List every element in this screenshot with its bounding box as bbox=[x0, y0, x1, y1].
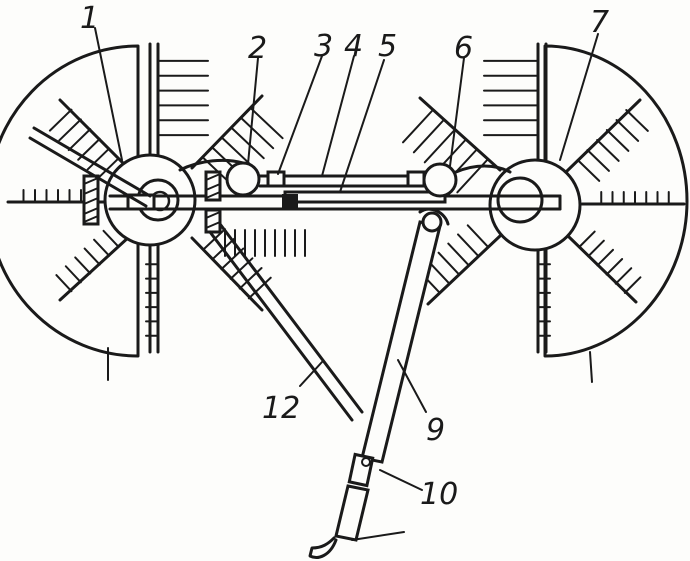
label-4: 4 bbox=[344, 29, 363, 64]
part-labels: 1 2 3 4 5 6 7 9 10 12 bbox=[80, 1, 609, 512]
tine bbox=[596, 248, 614, 267]
label-10: 10 bbox=[420, 477, 458, 512]
tine bbox=[96, 157, 120, 181]
tine bbox=[578, 230, 596, 249]
tine bbox=[249, 107, 284, 140]
support-blocks bbox=[82, 170, 222, 234]
bearing-2 bbox=[178, 158, 261, 197]
label-2: 2 bbox=[248, 31, 267, 66]
label-6: 6 bbox=[454, 31, 473, 66]
right-guard bbox=[543, 44, 689, 383]
tine bbox=[605, 258, 624, 276]
tine bbox=[576, 159, 601, 182]
tine bbox=[614, 267, 633, 285]
tine bbox=[247, 276, 272, 300]
tine bbox=[67, 128, 92, 152]
tine bbox=[423, 129, 456, 164]
brace-12 bbox=[208, 222, 364, 422]
tine bbox=[86, 147, 111, 171]
tine bbox=[457, 233, 480, 258]
tine bbox=[102, 229, 120, 248]
tine bbox=[48, 108, 73, 132]
tine bbox=[83, 247, 101, 266]
drawbar-9 bbox=[360, 207, 450, 464]
label-1: 1 bbox=[80, 1, 99, 36]
tine bbox=[596, 139, 620, 162]
tine bbox=[238, 267, 263, 290]
tine bbox=[240, 117, 275, 150]
tine bbox=[427, 260, 451, 285]
label-12: 12 bbox=[262, 391, 300, 426]
tine bbox=[93, 238, 111, 257]
tine bbox=[625, 109, 649, 132]
tine bbox=[623, 276, 642, 294]
tine bbox=[230, 127, 265, 160]
tine bbox=[402, 109, 434, 144]
tine bbox=[55, 274, 73, 293]
tine bbox=[466, 224, 490, 249]
tine bbox=[58, 118, 82, 142]
tine bbox=[447, 242, 470, 267]
tine bbox=[587, 239, 605, 258]
frame-beam bbox=[108, 170, 562, 211]
label-3: 3 bbox=[314, 29, 333, 64]
tine bbox=[615, 119, 640, 142]
left-guard bbox=[0, 44, 140, 381]
leader-lines bbox=[94, 27, 599, 491]
label-9: 9 bbox=[426, 413, 445, 448]
label-7: 7 bbox=[590, 5, 609, 40]
label-5: 5 bbox=[378, 29, 397, 64]
bearing-6 bbox=[422, 162, 512, 198]
tine bbox=[64, 265, 82, 284]
tine bbox=[437, 251, 461, 276]
drive-rod-1 bbox=[28, 126, 152, 208]
tine bbox=[74, 256, 92, 275]
tine bbox=[586, 149, 610, 172]
hitch-10 bbox=[308, 452, 405, 559]
tine bbox=[605, 129, 630, 152]
tine bbox=[412, 119, 445, 154]
